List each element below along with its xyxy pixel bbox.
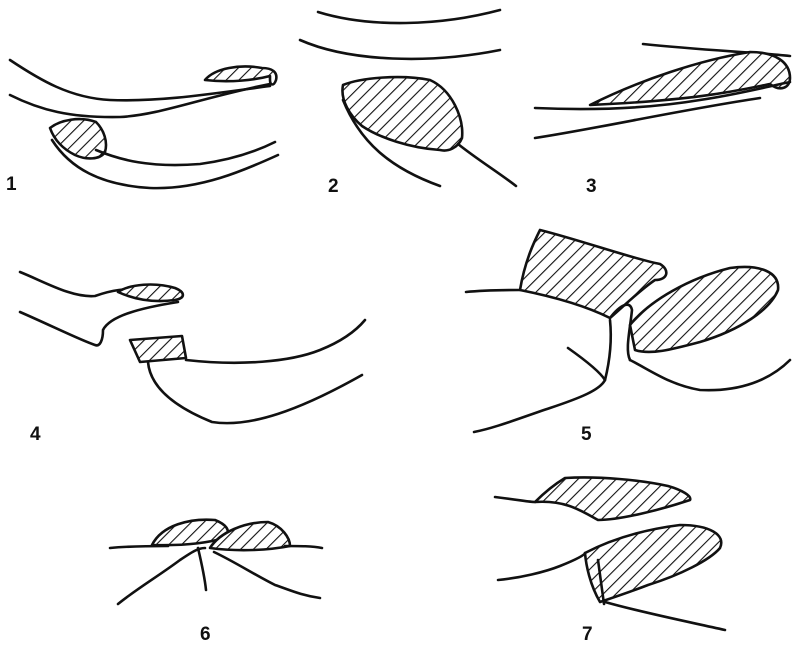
panel-1-hook-shape[interactable] [205, 67, 276, 85]
panel-2: 2 [300, 10, 516, 197]
panel-4-lower-arm-upper [186, 320, 365, 363]
panel-6-right-baseline [285, 546, 322, 548]
panel-2-number: 2 [328, 176, 339, 197]
panel-4: 4 [20, 272, 365, 445]
panel-7-upper-shape[interactable] [535, 477, 690, 520]
panel-6-center-stem [198, 548, 206, 590]
panel-1-number: 1 [6, 174, 17, 195]
panel-4-number: 4 [30, 424, 41, 445]
panel-1: 1 [6, 60, 278, 195]
panel-3-base-lower [535, 98, 760, 138]
panel-5-center-stem [605, 320, 611, 380]
panel-5-number: 5 [581, 424, 592, 445]
panel-7-lower-shape[interactable] [585, 525, 721, 602]
panel-7-left-lower-curve [498, 553, 585, 580]
panel-6-number: 6 [200, 624, 211, 645]
panel-7-number: 7 [582, 624, 593, 645]
panel-6-left-baseline [110, 546, 168, 548]
panel-7: 7 [495, 477, 725, 645]
panel-6-left-lower-curve [118, 548, 205, 604]
panel-5-left-base [466, 290, 520, 292]
panel-5: 5 [466, 230, 790, 445]
panel-7-upper-baseline [495, 497, 535, 502]
panel-5-left-lower-curve [474, 348, 605, 432]
panel-4-lower-arm-lower [148, 362, 362, 423]
panel-2-inner-arc [300, 40, 500, 59]
panel-5-center-neck [610, 305, 632, 360]
panel-5-left-lobe-shape[interactable] [520, 230, 666, 318]
panel-2-outer-arc [318, 10, 500, 23]
panel-1-lower-shape[interactable] [50, 119, 106, 158]
panel-4-lower-block-shape[interactable] [130, 336, 186, 362]
panel-1-lower-arm-curve [96, 142, 275, 165]
panel-6-right-lower-curve [214, 552, 320, 598]
panel-4-upper-tab-shape[interactable] [118, 285, 183, 302]
panel-3-number: 3 [586, 176, 597, 197]
panel-5-right-lower-curve [630, 360, 790, 390]
panel-6: 6 [110, 520, 322, 645]
panel-3: 3 [535, 44, 790, 197]
panel-7-bottom-curve [605, 602, 725, 630]
panel-2-lobe-shape[interactable] [342, 77, 462, 150]
panel-2-stem-right [458, 144, 516, 186]
